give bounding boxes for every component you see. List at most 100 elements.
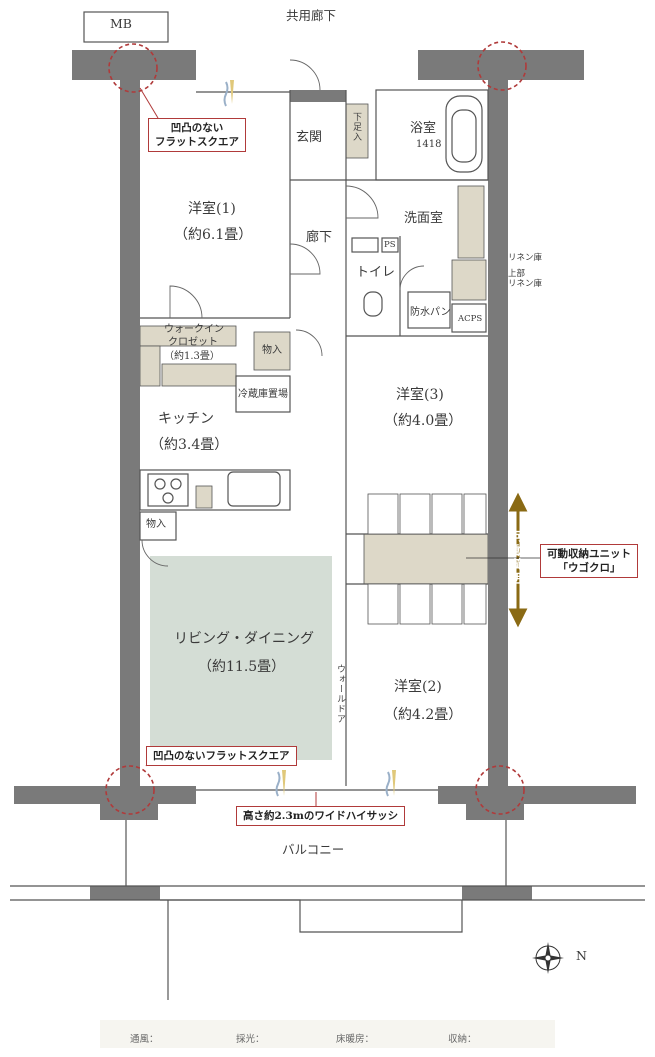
ventilation-icon-top [223, 81, 229, 107]
unit-cab-5 [367, 583, 399, 625]
waterproof-pan-label: 防水パン [410, 307, 451, 318]
washroom-shelf [457, 185, 485, 259]
ventilation-icon-bottom-2 [385, 771, 391, 797]
bath-size-label: 1418 [416, 139, 442, 150]
flat-square-circle-bottom-right [475, 765, 525, 815]
living-label: リビング・ダイニング [174, 631, 314, 647]
legend-ventilation-label: 通風： [130, 1034, 159, 1045]
storage-box-2 [139, 511, 177, 541]
toilet-label: トイレ [356, 265, 396, 280]
arrow-head-top [508, 492, 528, 512]
balcony-bay [160, 899, 463, 933]
room1-size-label: （約6.1畳） [174, 227, 253, 243]
movable-unit-callout: 可動収納ユニット 「ウゴクロ」 [540, 544, 638, 579]
daylight-icon-bottom-1 [282, 770, 286, 796]
flat-square-callout-bottom-text: 凹凸のないフラットスクエア [153, 750, 290, 762]
ps-label: PS [384, 240, 396, 250]
legend-floor-heating-label: 床暖房： [336, 1034, 375, 1045]
ps-box [381, 237, 399, 253]
room3-label: 洋室(3) [396, 387, 444, 403]
mb-label: MB [110, 16, 132, 31]
acps-label: ACPS [458, 314, 483, 324]
entrance-label: 玄関 [296, 130, 323, 145]
mb-box [83, 11, 169, 43]
column-bottom-right [466, 786, 524, 820]
legend-daylight-label: 採光： [236, 1034, 265, 1045]
washroom-label: 洗面室 [404, 211, 444, 226]
burner-1 [154, 478, 166, 490]
storage-label-2: 物入 [146, 519, 166, 530]
room2-size-label: （約4.2畳） [384, 707, 463, 723]
wall-left [120, 70, 140, 790]
stove-area [147, 473, 189, 507]
door-room3 [295, 329, 323, 357]
kitchen-counter [139, 469, 291, 511]
flat-square-callout-bottom: 凹凸のないフラットスクエア [146, 746, 297, 767]
sink [227, 471, 281, 507]
room2-label: 洋室(2) [394, 679, 442, 695]
unit-cab-6 [399, 583, 431, 625]
floor-heating-area [150, 556, 332, 760]
door-wash [345, 185, 379, 219]
door-hall [289, 243, 321, 275]
kitchen-tall-storage [195, 485, 213, 509]
ventilation-icon-bottom-1 [275, 771, 281, 797]
room1-label: 洋室(1) [188, 201, 236, 217]
legend-storage-label: 収納： [448, 1034, 477, 1045]
toilet-tank [351, 237, 379, 253]
kitchen-size-label: （約3.4畳） [150, 437, 229, 453]
kitchen-label: キッチン [158, 411, 214, 427]
walkin-label-2: クロゼット [168, 337, 218, 348]
burner-3 [162, 492, 174, 504]
bathtub-inner [451, 109, 477, 163]
flat-square-callout-top: 凹凸のない フラットスクエア [148, 118, 246, 153]
unit-cab-7 [431, 583, 463, 625]
movable-range-label: 可動範囲 [511, 530, 525, 586]
arrow-head-bottom [508, 608, 528, 628]
waterproof-pan [407, 291, 451, 329]
room3-size-label: （約4.0畳） [384, 413, 463, 429]
shoe-storage-label: 下足入 [351, 112, 361, 142]
balcony-pillar-left [90, 886, 160, 900]
wall-right [488, 70, 508, 790]
walkin-closet-shelf-left [139, 345, 161, 387]
upper-linen-label-2: リネン庫 [508, 279, 543, 289]
unit-cab-1 [367, 493, 399, 535]
compass-north-label: N [576, 948, 587, 963]
flat-square-circle-top-right [477, 41, 527, 91]
living-size-label: （約11.5畳） [198, 659, 286, 675]
wide-sash-callout-text: 高さ約2.3mのワイドハイサッシ [243, 810, 399, 822]
storage-box-1 [253, 331, 291, 371]
daylight-icon-bottom-2 [392, 770, 396, 796]
flat-square-callout-top-line2: フラットスクエア [155, 136, 239, 149]
unit-cab-8 [463, 583, 487, 625]
balcony-label: バルコニー [282, 842, 345, 857]
storage-label-1: 物入 [262, 345, 282, 356]
fridge-space [235, 375, 291, 413]
legend [100, 1020, 555, 1048]
door-room1 [169, 285, 203, 319]
balcony-pillar-right [462, 886, 532, 900]
toilet-bowl [363, 291, 383, 317]
acps-box [451, 303, 487, 333]
flat-square-circle-top-left [108, 43, 158, 93]
bathroom-label: 浴室 [410, 121, 437, 136]
walkin-label-1: ウォークイン [164, 324, 224, 335]
fridge-label: 冷蔵庫置場 [238, 389, 288, 400]
wide-sash-callout: 高さ約2.3mのワイドハイサッシ [236, 806, 406, 827]
wall-entry [290, 90, 346, 102]
compass-icon [532, 942, 564, 974]
movable-unit-callout-line1: 可動収納ユニット [547, 548, 631, 560]
flat-square-callout-top-line1: 凹凸のない [170, 122, 224, 134]
unit-cab-4 [463, 493, 487, 535]
ugokuro-unit [363, 533, 489, 585]
walkin-closet-shelf-bottom [161, 363, 237, 387]
callout-leader-top [139, 87, 159, 119]
wall-door-label: ウォールドア [335, 664, 345, 724]
burner-2 [170, 478, 182, 490]
upper-linen-label-1: 上部 [508, 269, 526, 279]
linen-storage [451, 259, 487, 301]
flat-square-circle-bottom-left [105, 765, 155, 815]
bathtub [445, 95, 483, 173]
movable-unit-callout-line2: 「ウゴクロ」 [557, 562, 621, 575]
